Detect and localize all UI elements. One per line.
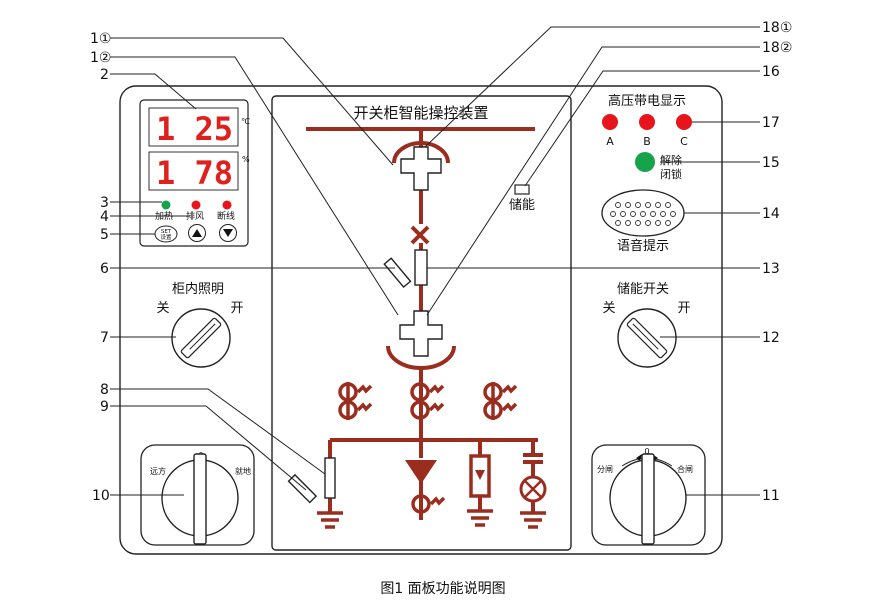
light-switch-title: 柜内照明 (172, 281, 224, 297)
lower-disconnector (399, 310, 443, 357)
callout-18a: 18① (762, 20, 792, 36)
temp-display (148, 107, 239, 147)
voice-label: 语音提示 (617, 238, 669, 254)
callout-17: 17 (762, 115, 780, 131)
storage-switch-off: 关 (602, 301, 615, 316)
breaker-indicator (414, 249, 428, 286)
mode-knob[interactable] (161, 453, 239, 545)
callout-1a: 1① (90, 31, 111, 47)
unlock-button[interactable] (635, 152, 655, 172)
callout-14: 14 (762, 206, 780, 222)
phase-a-led (602, 114, 618, 130)
panel-title: 开关柜智能操控装置 (353, 104, 488, 122)
callout-3: 3 (100, 195, 109, 211)
storage-switch-on: 开 (677, 301, 690, 316)
callout-13: 13 (762, 261, 780, 277)
break-led (222, 200, 232, 210)
set-button-label-cn: 设置 (160, 233, 172, 241)
light-switch-on: 开 (230, 301, 243, 316)
breaker-knob-left: 分闸 (597, 465, 613, 474)
storage-indicator-label: 储能 (509, 198, 535, 213)
load-arrow-icon (405, 460, 437, 484)
light-switch-off: 关 (156, 301, 169, 316)
mode-knob-right: 就地 (235, 466, 251, 476)
humidity-display (148, 151, 239, 191)
callout-1b: 1② (90, 50, 111, 66)
storage-switch-title: 储能开关 (617, 282, 669, 297)
callout-7: 7 (100, 330, 109, 346)
breaker-knob-center: 0 (644, 447, 649, 456)
callout-12: 12 (762, 330, 780, 346)
callout-9: 9 (100, 399, 109, 415)
phase-b-label: B (643, 135, 651, 148)
ground-switch-indicator (324, 457, 336, 499)
figure-caption: 图1 面板功能说明图 (380, 581, 505, 597)
callout-6: 6 (100, 261, 109, 277)
callout-2: 2 (100, 67, 109, 83)
unlock-label-1: 解除 (660, 153, 682, 167)
humidity-value: 1 78 (156, 154, 233, 192)
hv-display-title: 高压带电显示 (608, 93, 686, 109)
earth-switch-indicator (383, 257, 412, 289)
set-button-label: SET (161, 229, 172, 235)
storage-indicator (514, 184, 530, 195)
heat-led (161, 200, 171, 210)
fan-led (191, 200, 201, 210)
phase-b-led (639, 114, 655, 130)
temp-value: 1 25 (156, 110, 233, 148)
callout-11: 11 (762, 488, 780, 504)
temp-unit: ℃ (241, 117, 250, 126)
ground-symbols (317, 509, 546, 529)
mode-knob-left: 远方 (150, 466, 166, 476)
rotate-left-arrow-icon (636, 454, 642, 461)
breaker-knob-right: 合闸 (677, 464, 693, 474)
callout-4: 4 (100, 209, 109, 225)
down-arrow-icon (223, 229, 233, 237)
indicator-lamp-icon (519, 475, 547, 503)
callout-10: 10 (92, 488, 110, 504)
phase-c-label: C (680, 135, 688, 148)
light-switch[interactable] (171, 308, 231, 368)
callout-15: 15 (762, 155, 780, 171)
callout-5: 5 (100, 227, 109, 243)
callout-16: 16 (762, 64, 780, 80)
current-transformers (338, 382, 518, 514)
unlock-label-2: 闭锁 (660, 167, 682, 181)
breaker-knob[interactable] (609, 453, 687, 545)
phase-a-label: A (606, 135, 614, 148)
callout-18b: 18② (762, 40, 792, 56)
humidity-unit: % (242, 155, 250, 164)
upper-disconnector (400, 146, 442, 191)
storage-switch[interactable] (617, 308, 677, 368)
phase-c-led (676, 114, 692, 130)
leader-lines (110, 26, 760, 496)
up-arrow-icon (192, 229, 202, 237)
indicator-break: 断线 (217, 210, 235, 222)
arrester-arrow-icon (475, 470, 485, 480)
indicator-fan: 排风 (186, 210, 204, 222)
voice-speaker (601, 189, 685, 237)
callout-8: 8 (100, 382, 109, 398)
